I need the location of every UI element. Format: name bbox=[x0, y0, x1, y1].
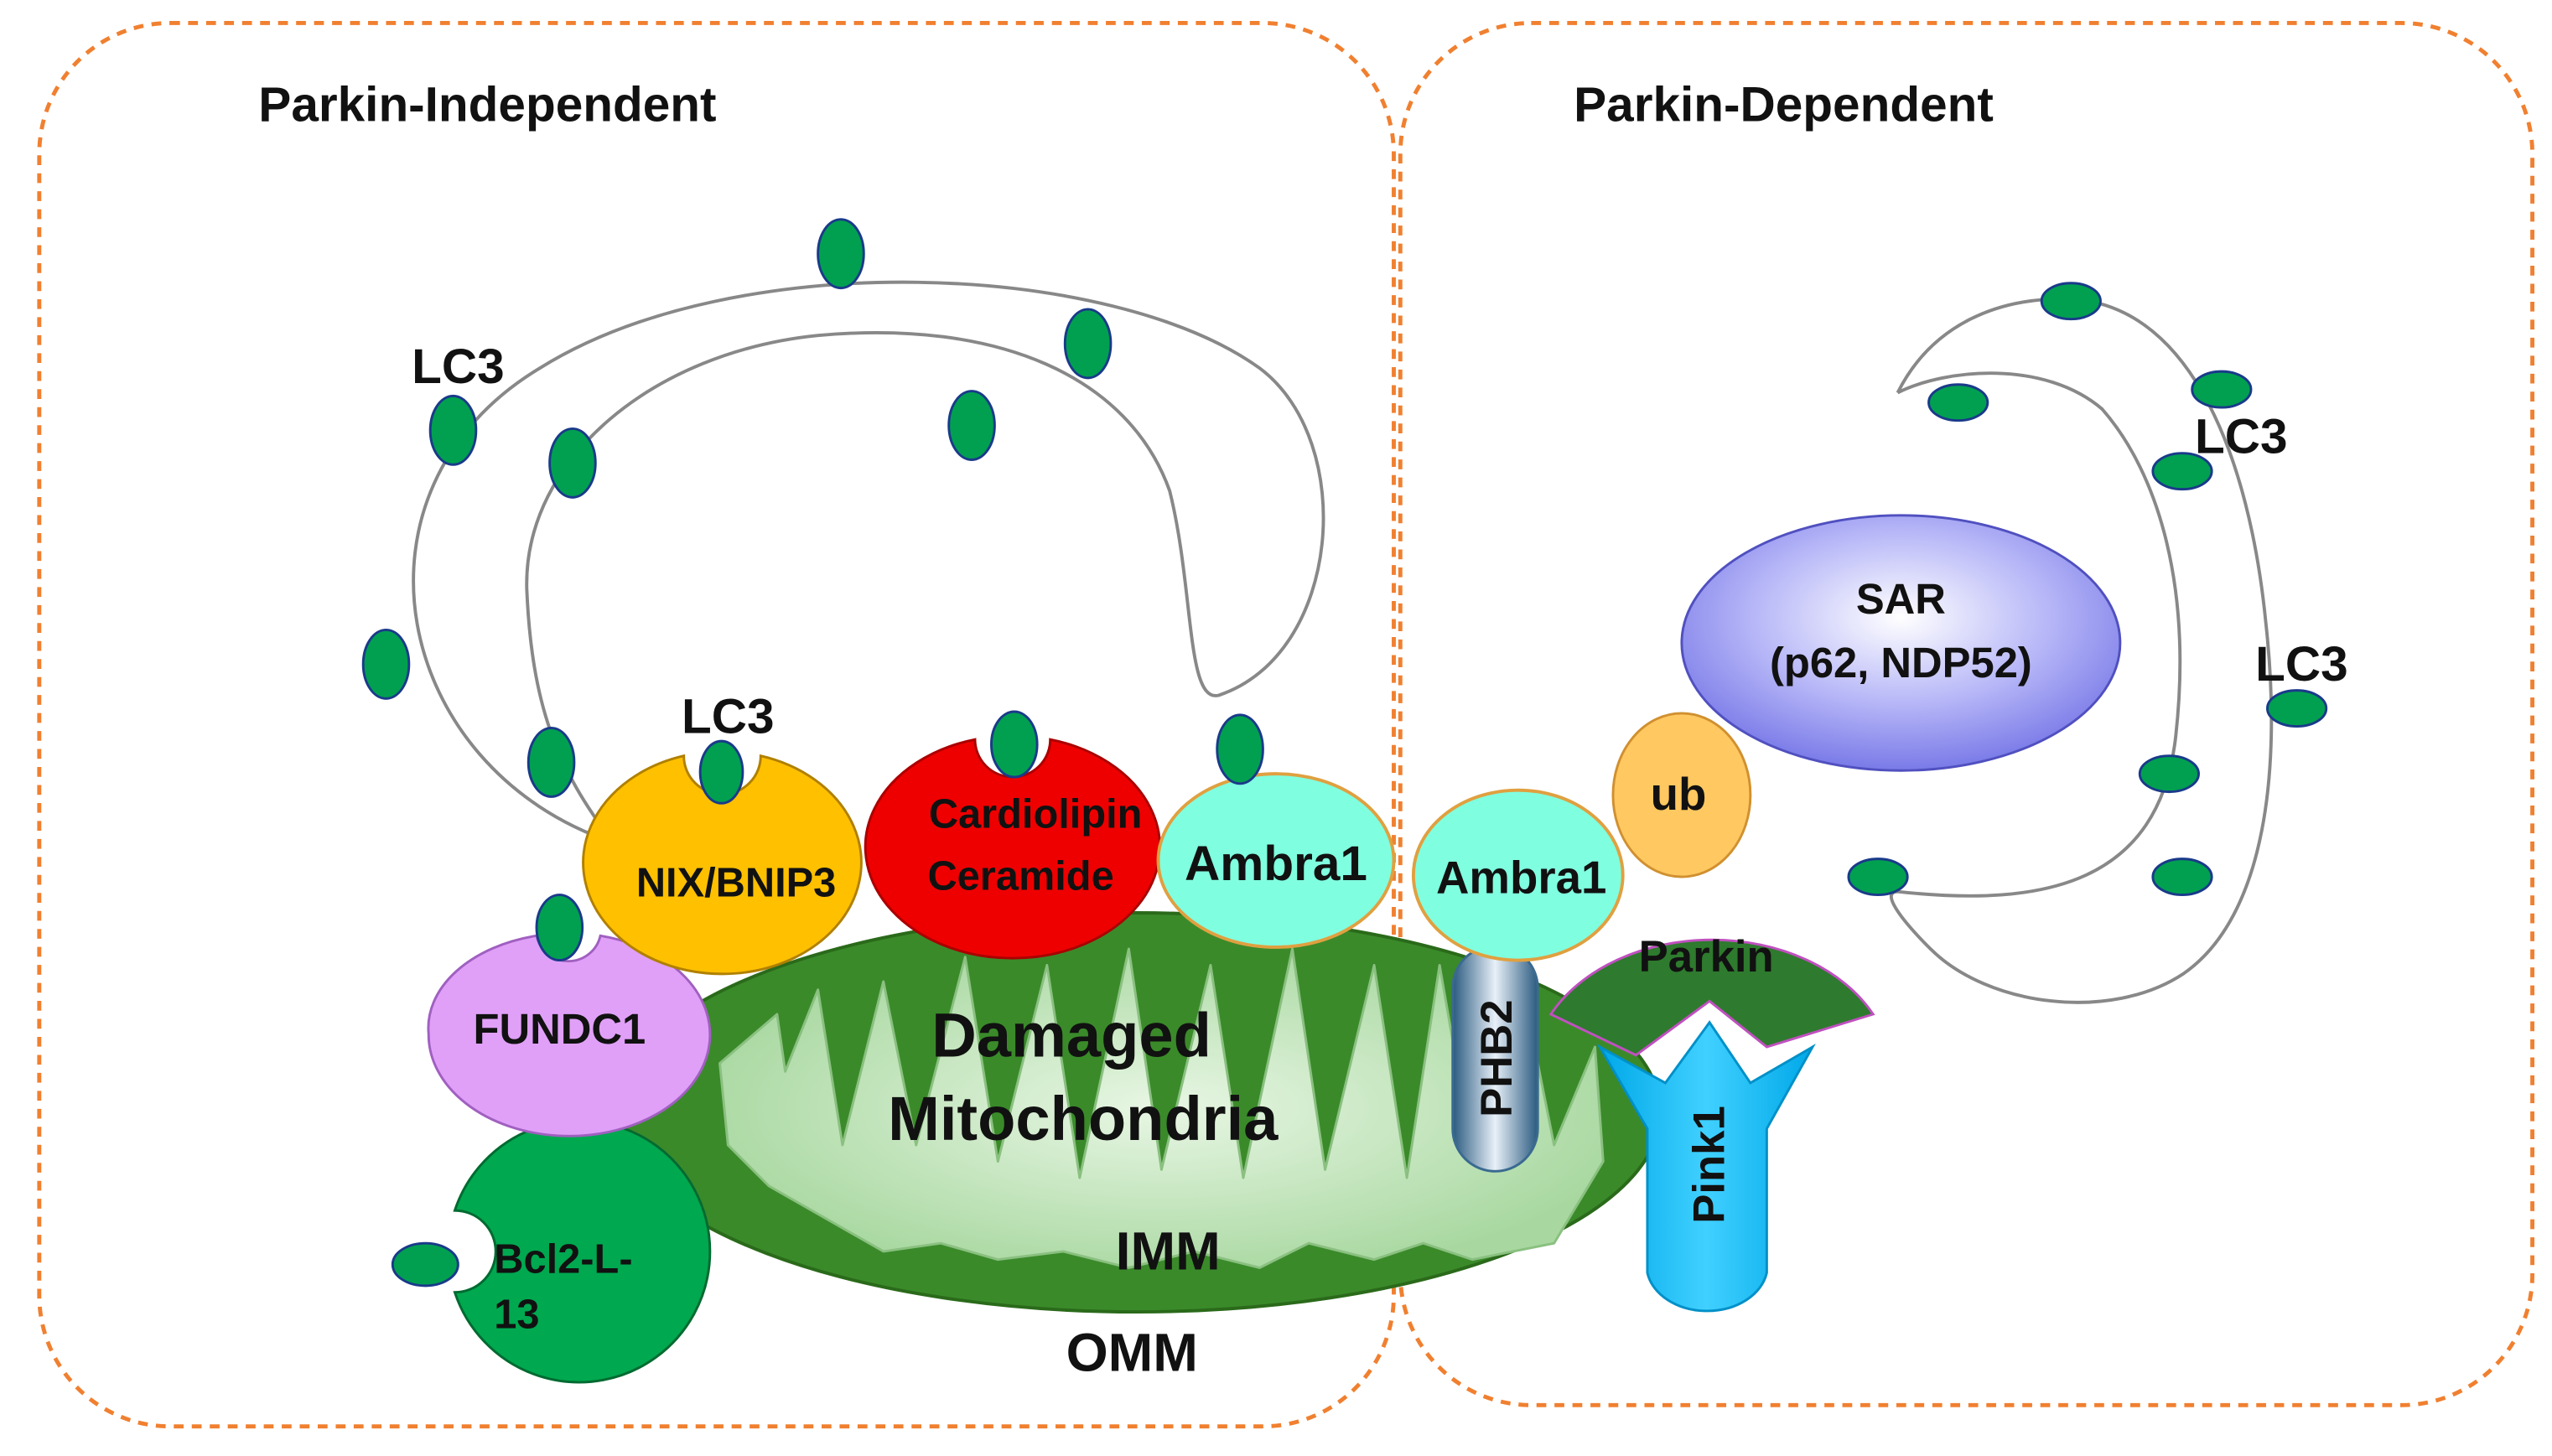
lc3-dot bbox=[1063, 308, 1113, 380]
lc3-dots bbox=[361, 218, 2328, 1288]
lc3-label-right-bottom: LC3 bbox=[2255, 637, 2348, 692]
lc3-dot bbox=[817, 218, 865, 290]
lc3-dot bbox=[947, 390, 996, 461]
lc3-dot bbox=[1927, 383, 1989, 422]
lc3-dot bbox=[2151, 858, 2213, 896]
fundc1-label: FUNDC1 bbox=[473, 1005, 646, 1053]
lc3-dot bbox=[2191, 370, 2253, 409]
parkin-independent-title: Parkin-Independent bbox=[258, 78, 716, 132]
mito-label-line2: Mitochondria bbox=[888, 1084, 1279, 1153]
lc3-label-receptor: LC3 bbox=[682, 689, 775, 744]
lc3-dot bbox=[2040, 282, 2102, 321]
lc3-dot bbox=[2151, 452, 2213, 491]
parkin-dependent-title: Parkin-Dependent bbox=[1574, 78, 1994, 132]
ceramide-label: Ceramide bbox=[927, 854, 1113, 899]
lc3-dot bbox=[698, 739, 744, 805]
parkin-label: Parkin bbox=[1639, 932, 1774, 982]
sar-label-line1: SAR bbox=[1856, 575, 1946, 623]
sar-adaptor bbox=[1680, 514, 2122, 772]
mito-label-line1: Damaged bbox=[931, 1001, 1211, 1070]
phb2-label: PHB2 bbox=[1472, 999, 1522, 1117]
nix-label: NIX/BNIP3 bbox=[636, 860, 836, 905]
lc3-dot bbox=[990, 710, 1039, 779]
pink1-label: Pink1 bbox=[1685, 1106, 1735, 1224]
ambra1-right bbox=[1411, 788, 1625, 962]
lc3-dot bbox=[1847, 858, 1909, 896]
bcl2-label-line2: 13 bbox=[494, 1293, 539, 1338]
sar-label-line2: (p62, NDP52) bbox=[1770, 639, 2032, 687]
parkin bbox=[1548, 938, 1875, 1057]
lc3-dot bbox=[526, 727, 576, 798]
pink1 bbox=[1596, 1020, 1816, 1313]
lc3-dot bbox=[1216, 713, 1264, 785]
parkin-independent-panel bbox=[37, 21, 1396, 1429]
parkin-dependent-panel bbox=[1398, 21, 2535, 1407]
ambra1-right-label: Ambra1 bbox=[1436, 852, 1606, 904]
lc3-dot bbox=[428, 394, 478, 466]
lc3-dot bbox=[535, 894, 584, 962]
cardiolipin-label: Cardiolipin bbox=[929, 792, 1143, 837]
fundc1-receptor bbox=[427, 934, 712, 1137]
lc3-dot bbox=[361, 628, 411, 700]
ub-label: ub bbox=[1651, 769, 1707, 820]
nix-bnip3-receptor bbox=[582, 754, 863, 976]
ubiquitin bbox=[1611, 712, 1752, 878]
lc3-dot bbox=[2138, 754, 2200, 794]
lc3-dot bbox=[2266, 689, 2328, 728]
ambra1-left-label: Ambra1 bbox=[1185, 837, 1367, 891]
lc3-dot bbox=[391, 1241, 459, 1288]
lc3-dot bbox=[548, 427, 597, 499]
omm-label: OMM bbox=[1066, 1322, 1198, 1382]
ambra1-left bbox=[1156, 772, 1396, 949]
lc3-label-left: LC3 bbox=[412, 339, 505, 394]
bcl2-label-line1: Bcl2-L- bbox=[494, 1236, 632, 1282]
cardiolipin-ceramide bbox=[864, 738, 1161, 960]
imm-label: IMM bbox=[1116, 1220, 1221, 1281]
lc3-label-right-top: LC3 bbox=[2195, 410, 2288, 464]
